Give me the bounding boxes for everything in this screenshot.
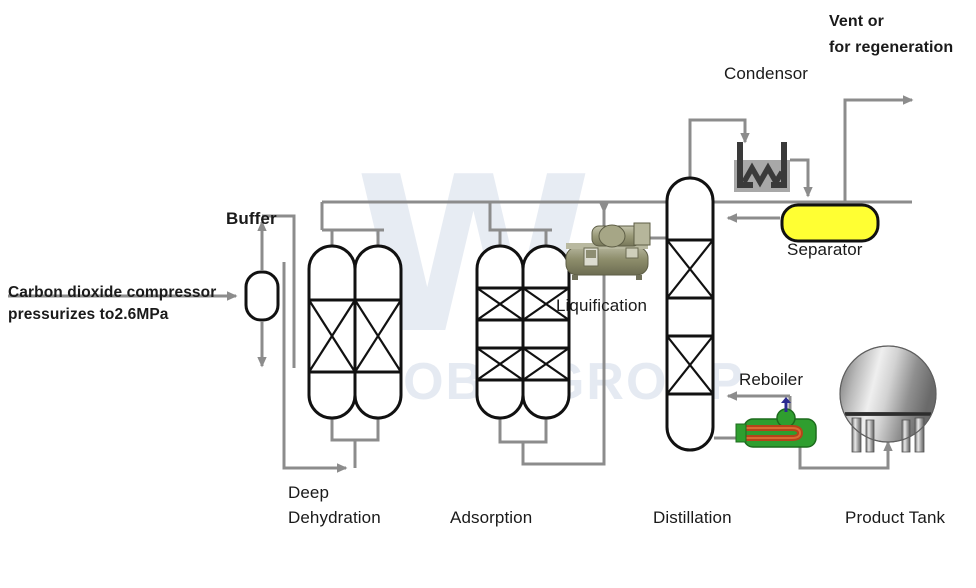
pipe-dehydration-return	[282, 262, 348, 473]
distillation-label: Distillation	[653, 508, 732, 527]
buffer-vessel	[244, 270, 280, 322]
separator-label: Separator	[787, 240, 863, 259]
pipe-ads-out-manifold	[498, 418, 548, 444]
feed-label-line1: Carbon dioxide compressor	[8, 284, 217, 301]
vent-label-line2: for regeneration	[829, 39, 954, 56]
vent-label-line1: Vent or	[829, 13, 884, 30]
reboiler-label: Reboiler	[739, 370, 804, 389]
pipe-buffer-header	[262, 214, 296, 368]
condensor-unit	[734, 142, 790, 192]
reboiler-unit	[735, 397, 817, 448]
pipe-condensor-to-separator	[790, 158, 813, 198]
condensor-label: Condensor	[724, 64, 809, 83]
piping-network	[8, 95, 914, 473]
pipe-separator-vent	[843, 95, 914, 214]
deep-dehydration-label-line1: Deep	[288, 483, 330, 502]
adsorption-label: Adsorption	[450, 508, 533, 527]
pipe-ads-manifold	[488, 202, 552, 232]
dehydration-column-2	[353, 244, 403, 420]
product-tank-label: Product Tank	[845, 508, 946, 527]
adsorption-column-2	[521, 244, 571, 420]
pipe-ads-to-top-header	[521, 202, 606, 466]
feed-label-line2: pressurizes to2.6MPa	[8, 306, 169, 323]
liquification-unit	[565, 222, 651, 280]
distillation-column	[665, 176, 715, 452]
liquification-label: Liquification	[556, 296, 648, 315]
separator-vessel	[780, 203, 880, 243]
product-tank	[839, 345, 937, 453]
pipe-reboiler-to-tank	[798, 440, 893, 470]
deep-dehydration-label-line2: Dehydration	[288, 508, 381, 527]
pipe-dehyd-out-manifold	[330, 418, 380, 442]
dehydration-column-1	[307, 244, 357, 420]
pipe-distillation-to-condensor	[688, 118, 750, 178]
buffer-label: Buffer	[226, 209, 277, 228]
adsorption-column-1	[475, 244, 525, 420]
